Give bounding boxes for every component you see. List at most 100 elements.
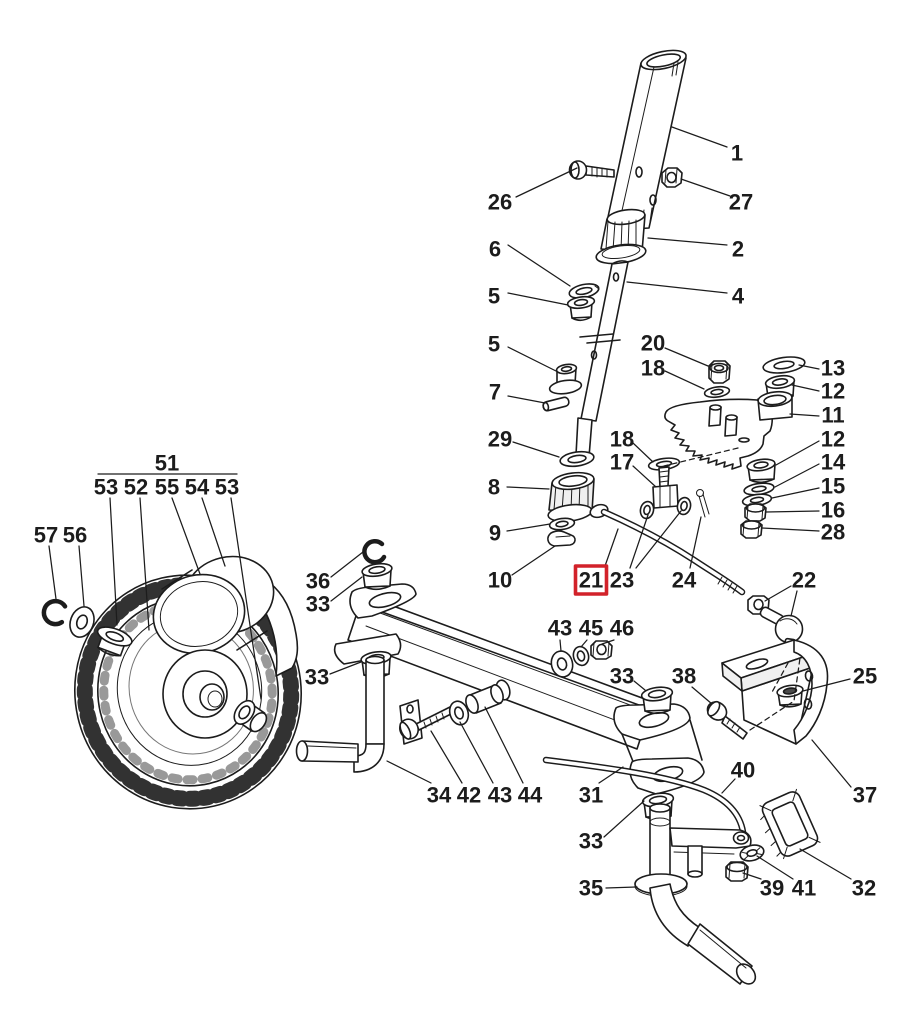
- leader-line: [771, 487, 820, 499]
- part-number-text: 21: [579, 568, 603, 593]
- leader-line: [386, 760, 432, 784]
- part-number-text: 32: [852, 876, 876, 901]
- part-label-26: 26: [488, 167, 578, 215]
- bushing-12-lower: [746, 458, 776, 484]
- spacer-44: [465, 684, 504, 714]
- part-label-45: 45: [579, 616, 603, 648]
- part-number-text: 36: [306, 569, 330, 594]
- leader-line: [790, 590, 798, 617]
- steering-sector-plate-11: [664, 390, 793, 470]
- washer-23-left: [639, 500, 655, 520]
- bushing-53-left: [96, 626, 133, 657]
- assembly-dashed-line: [770, 662, 789, 695]
- part-label-56: 56: [63, 523, 87, 607]
- leader-line: [512, 441, 560, 458]
- bushing-33-top-right: [640, 686, 674, 715]
- e-clip-36: [362, 539, 387, 565]
- leader-line: [580, 639, 588, 648]
- washer-56: [69, 606, 95, 638]
- steering-arm-35: [669, 827, 752, 878]
- ball-stud-17: [647, 457, 681, 509]
- retainer-clip-10: [547, 530, 576, 547]
- leader-line: [647, 237, 728, 246]
- part-label-25: 25: [802, 664, 877, 692]
- part-label-39: 39: [742, 872, 784, 901]
- hex-bolt-26: [568, 160, 615, 180]
- leader-line: [507, 292, 569, 306]
- part-label-5: 5: [488, 284, 569, 309]
- leader-line: [139, 497, 150, 631]
- part-label-31: 31: [579, 766, 624, 808]
- part-label-55: 55: [155, 475, 201, 575]
- part-number-text: 54: [185, 475, 210, 500]
- part-number-text: 33: [579, 829, 603, 854]
- part-label-53: 53: [215, 475, 262, 700]
- leader-line: [506, 486, 550, 490]
- roll-pin-7: [542, 396, 570, 412]
- part-number-text: 12: [821, 379, 845, 404]
- leader-line: [765, 510, 820, 513]
- leader-line: [664, 370, 705, 390]
- part-number-text: 18: [641, 356, 665, 381]
- leader-line: [689, 516, 702, 569]
- part-number-text: 42: [457, 783, 481, 808]
- part-number-text: 12: [821, 427, 845, 452]
- part-number-text: 18: [610, 427, 634, 452]
- part-label-14: 14: [774, 450, 846, 488]
- part-number-text: 53: [215, 475, 239, 500]
- part-number-text: 16: [821, 498, 845, 523]
- part-number-text: 55: [155, 475, 179, 500]
- leader-line: [507, 346, 561, 374]
- part-label-34: 34: [386, 760, 452, 808]
- part-label-6: 6: [489, 237, 571, 287]
- hex-nut-39: [725, 861, 749, 882]
- part-number-text: 7: [489, 380, 501, 405]
- part-number-text: 44: [518, 783, 543, 808]
- leader-line: [201, 497, 226, 567]
- assembly-dashed-line: [663, 447, 739, 467]
- part-number-text: 39: [760, 876, 784, 901]
- leader-line: [507, 244, 571, 287]
- part-label-38: 38: [672, 664, 713, 705]
- hex-bolt-38: [706, 700, 748, 740]
- leader-line: [506, 523, 551, 532]
- part-label-33: 33: [610, 664, 646, 691]
- part-label-16: 16: [765, 498, 845, 523]
- part-number-text: 1: [731, 141, 743, 166]
- part-label-9: 9: [489, 521, 551, 546]
- part-number-text: 56: [63, 523, 87, 548]
- leader-line: [48, 545, 57, 600]
- part-label-36: 36: [306, 551, 364, 594]
- part-label-53: 53: [94, 475, 118, 626]
- bushing-12-upper: [764, 374, 796, 401]
- leader-line: [798, 364, 820, 370]
- drag-link-40: [542, 756, 747, 842]
- part-label-41: 41: [756, 855, 816, 901]
- leader-line: [671, 126, 728, 148]
- leader-line: [632, 465, 657, 488]
- leader-line: [109, 497, 118, 626]
- leader-line: [515, 167, 578, 198]
- leader-line: [791, 384, 820, 392]
- part-label-33: 33: [579, 800, 645, 854]
- leader-line: [511, 545, 556, 576]
- leader-line: [802, 678, 851, 692]
- washer-23-right: [676, 496, 692, 516]
- rubber-cap-32: [759, 788, 821, 860]
- highlighted-part-box: [573, 564, 609, 596]
- part-label-17: 17: [610, 450, 657, 488]
- bushing-25: [776, 684, 804, 708]
- leader-line: [507, 395, 546, 404]
- part-number-text: 9: [489, 521, 501, 546]
- hex-nut-28: [740, 520, 763, 539]
- part-label-54: 54: [185, 475, 226, 567]
- part-number-text: 46: [610, 616, 634, 641]
- part-label-15: 15: [771, 474, 845, 499]
- leader-line: [626, 281, 728, 294]
- part-label-43: 43: [459, 721, 512, 808]
- part-number-text: 43: [548, 616, 572, 641]
- part-label-32: 32: [799, 848, 876, 901]
- part-number-text: 27: [729, 190, 753, 215]
- washer-43-left: [448, 700, 470, 726]
